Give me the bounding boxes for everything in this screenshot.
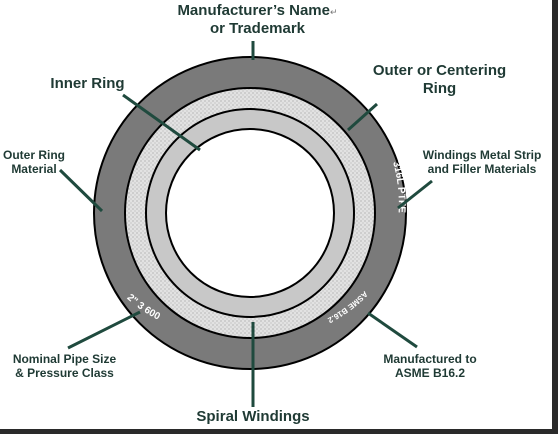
leader-windings-strip (397, 179, 433, 210)
label-outer-ring-line2: Ring (422, 80, 457, 97)
ring-text-316l: 316L (74, 205, 88, 232)
frame-edge-bottom (0, 429, 558, 434)
leader-lines (58, 41, 433, 407)
label-inner-ring: Inner Ring (30, 75, 145, 93)
label-outer-material-line1: Outer Ring (3, 148, 65, 162)
label-asme-line1: Manufactured to (383, 352, 477, 366)
label-manufacturer-line1: Manufacturer’s Name↵ (177, 2, 338, 19)
label-manufacturer-line2: or Trademark (209, 20, 306, 37)
label-outer-ring-material: Outer Ring Material (0, 148, 74, 177)
label-asme: Manufactured to ASME B16.2 (370, 352, 490, 381)
label-manufacturer: Manufacturer’s Name↵ or Trademark (150, 2, 365, 38)
svg-text:316L: 316L (74, 205, 88, 232)
leader-pipe-size (67, 310, 141, 350)
leader-outer-ring (346, 102, 379, 132)
paragraph-mark: ↵ (330, 7, 338, 17)
leader-outer-material (58, 168, 104, 213)
label-windings-line2: and Filler Materials (427, 162, 537, 177)
label-outer-material-line2: Material (11, 162, 57, 177)
label-spiral-text: Spiral Windings (196, 408, 310, 425)
gasket-bore (165, 128, 335, 298)
label-inner-ring-text: Inner Ring (50, 75, 125, 92)
label-spiral-windings: Spiral Windings (168, 408, 338, 426)
label-asme-line2: ASME B16.2 (394, 366, 466, 381)
label-pipe-size: Nominal Pipe Size & Pressure Class (2, 352, 127, 381)
frame-edge-right (552, 0, 558, 434)
label-outer-centering-ring: Outer or Centering Ring (352, 62, 527, 98)
label-windings-line1: Windings Metal Strip (422, 148, 542, 162)
leader-inner-ring (122, 93, 201, 152)
label-windings-strip: Windings Metal Strip and Filler Material… (412, 148, 552, 177)
leader-asme (367, 311, 418, 349)
label-pipe-size-line1: Nominal Pipe Size (12, 352, 117, 366)
label-outer-ring-line1: Outer or Centering (372, 62, 507, 79)
label-pipe-size-line2: & Pressure Class (15, 366, 114, 381)
